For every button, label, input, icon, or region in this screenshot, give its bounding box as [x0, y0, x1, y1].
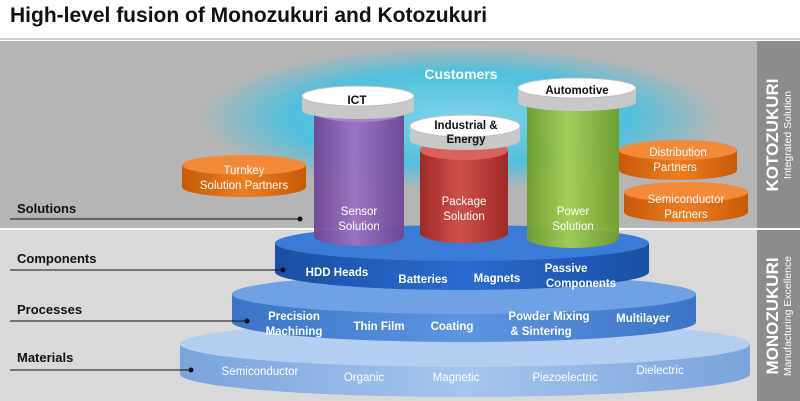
power-solution-label-2: Solution [552, 221, 594, 233]
material-semiconductor: Semiconductor [222, 366, 299, 378]
components-label: Components [17, 251, 96, 266]
package-solution-label-1: Package [442, 196, 487, 208]
component-hdd-heads: HDD Heads [306, 267, 369, 279]
monozukuri-side-band: MONOZUKURI Manufacturing Excellence [757, 230, 800, 401]
power-solution-label-1: Power [557, 206, 590, 218]
processes-label: Processes [17, 302, 82, 317]
processes-tier: Precision Machining Thin Film Coating Po… [232, 274, 696, 342]
monozukuri-title: MONOZUKURI [762, 256, 782, 375]
process-thin-film: Thin Film [353, 321, 404, 333]
package-solution-cylinder: Package Solution [420, 140, 508, 243]
turnkey-label-2: Solution Partners [200, 180, 288, 192]
component-magnets: Magnets [474, 273, 521, 285]
industrial-energy-segment: Industrial & Energy [409, 114, 521, 150]
industrial-segment-label-1: Industrial & [434, 120, 497, 132]
process-powder-mixing: Powder Mixing [508, 311, 589, 323]
semiconductor-partners-disc: Semiconductor Partners [624, 182, 748, 222]
materials-label: Materials [17, 350, 73, 365]
process-precision: Precision [268, 311, 320, 323]
process-sintering: & Sintering [510, 326, 571, 338]
customers-label: Customers [424, 66, 497, 82]
kotozukuri-side-band: KOTOZUKURI Integrated Solution [757, 41, 800, 228]
material-magnetic: Magnetic [433, 372, 480, 384]
sensor-solution-cylinder: Sensor Solution [314, 102, 404, 246]
component-components: Components [546, 278, 616, 290]
solutions-label: Solutions [17, 201, 76, 216]
automotive-segment: Automotive [517, 77, 637, 111]
distribution-label-1: Distribution [649, 147, 707, 159]
kotozukuri-title: KOTOZUKURI [762, 77, 782, 192]
title-divider [0, 38, 800, 40]
process-multilayer: Multilayer [616, 313, 670, 325]
material-dielectric: Dielectric [636, 365, 684, 377]
package-solution-label-2: Solution [443, 211, 485, 223]
ict-segment: ICT [301, 85, 415, 119]
turnkey-partners-disc: Turnkey Solution Partners [182, 155, 306, 197]
processes-layer-label: Processes [10, 302, 250, 324]
sensor-solution-label-1: Sensor [341, 206, 378, 218]
materials-layer-label: Materials [10, 350, 194, 373]
page-title: High-level fusion of Monozukuri and Koto… [10, 4, 488, 27]
semiconductor-partners-label-1: Semiconductor [648, 194, 725, 206]
power-solution-cylinder: Power Solution [527, 90, 619, 248]
process-machining: Machining [266, 326, 323, 338]
material-organic: Organic [344, 372, 385, 384]
material-piezoelectric: Piezoelectric [532, 372, 597, 384]
component-passive: Passive [545, 263, 588, 275]
ict-segment-label: ICT [347, 93, 367, 107]
sensor-solution-label-2: Solution [338, 221, 380, 233]
process-coating: Coating [431, 321, 474, 333]
kotozukuri-subtitle: Integrated Solution [781, 90, 794, 179]
solutions-layer-label: Solutions [10, 201, 303, 222]
distribution-label-2: Partners [653, 162, 697, 174]
monozukuri-band-text: MONOZUKURI Manufacturing Excellence [763, 255, 795, 375]
kotozukuri-band-text: KOTOZUKURI Integrated Solution [763, 78, 795, 191]
components-layer-label: Components [10, 251, 286, 273]
industrial-segment-label-2: Energy [447, 134, 487, 146]
turnkey-label-1: Turnkey [223, 165, 264, 177]
automotive-segment-label: Automotive [545, 85, 608, 97]
component-batteries: Batteries [398, 274, 447, 286]
distribution-partners-disc: Distribution Partners [619, 140, 737, 180]
monozukuri-subtitle: Manufacturing Excellence [781, 255, 794, 376]
semiconductor-partners-label-2: Partners [664, 209, 708, 221]
